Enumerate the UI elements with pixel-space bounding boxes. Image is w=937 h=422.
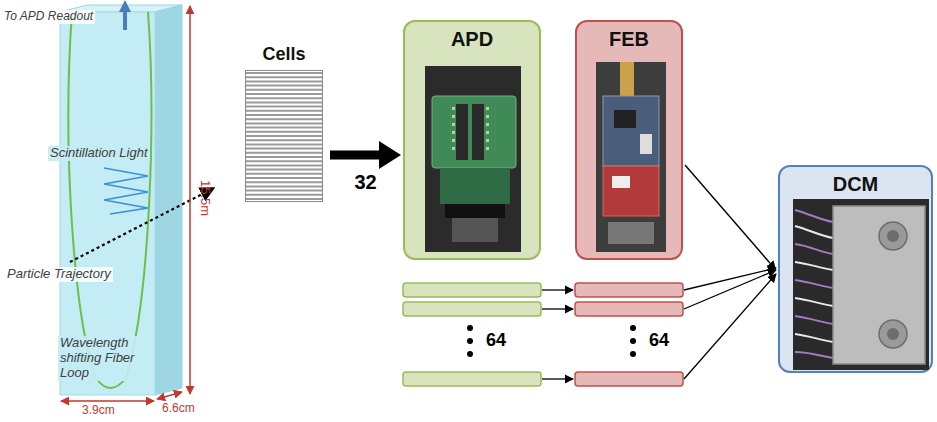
- trajectory-label: Particle Trajectory: [5, 267, 113, 282]
- node-title: DCM: [780, 173, 931, 196]
- depth-dimension-label: 6.6cm: [160, 402, 197, 416]
- channel-arrows: [542, 268, 776, 379]
- channel-bars: [403, 283, 683, 386]
- fiber-label: Wavelength shifting Fiber Loop: [58, 336, 144, 381]
- channel-bundle-arrow: [330, 151, 379, 160]
- readout-arrow: [123, 6, 127, 30]
- edge-label: 32: [352, 171, 378, 194]
- width-dimension-label: 3.9cm: [80, 404, 117, 418]
- dcm-photo: [793, 199, 929, 370]
- cells-stack: Cells: [240, 38, 328, 208]
- length-dimension-label: 15.5m: [197, 178, 212, 218]
- particle-trajectory: [70, 188, 214, 262]
- node-title: FEB: [577, 28, 681, 51]
- depth-dimension: [157, 392, 182, 399]
- cell-stack-figure: [245, 70, 323, 202]
- node-title: APD: [405, 28, 539, 51]
- length-dimension: [189, 6, 191, 394]
- scintillation-zigzag: [104, 168, 148, 214]
- feb-photo: [596, 62, 666, 252]
- light-label: Scintillation Light: [48, 146, 150, 161]
- apd-photo: [425, 66, 521, 252]
- channel-count: 64: [484, 330, 508, 351]
- readout-label: To APD Readout: [2, 10, 95, 24]
- channel-count: 64: [647, 330, 671, 351]
- node-title: Cells: [240, 44, 328, 65]
- fiber-loop: [68, 12, 151, 388]
- ellipsis-dots: [467, 325, 636, 357]
- data-link-arrow: [685, 165, 770, 263]
- width-dimension: [61, 400, 154, 402]
